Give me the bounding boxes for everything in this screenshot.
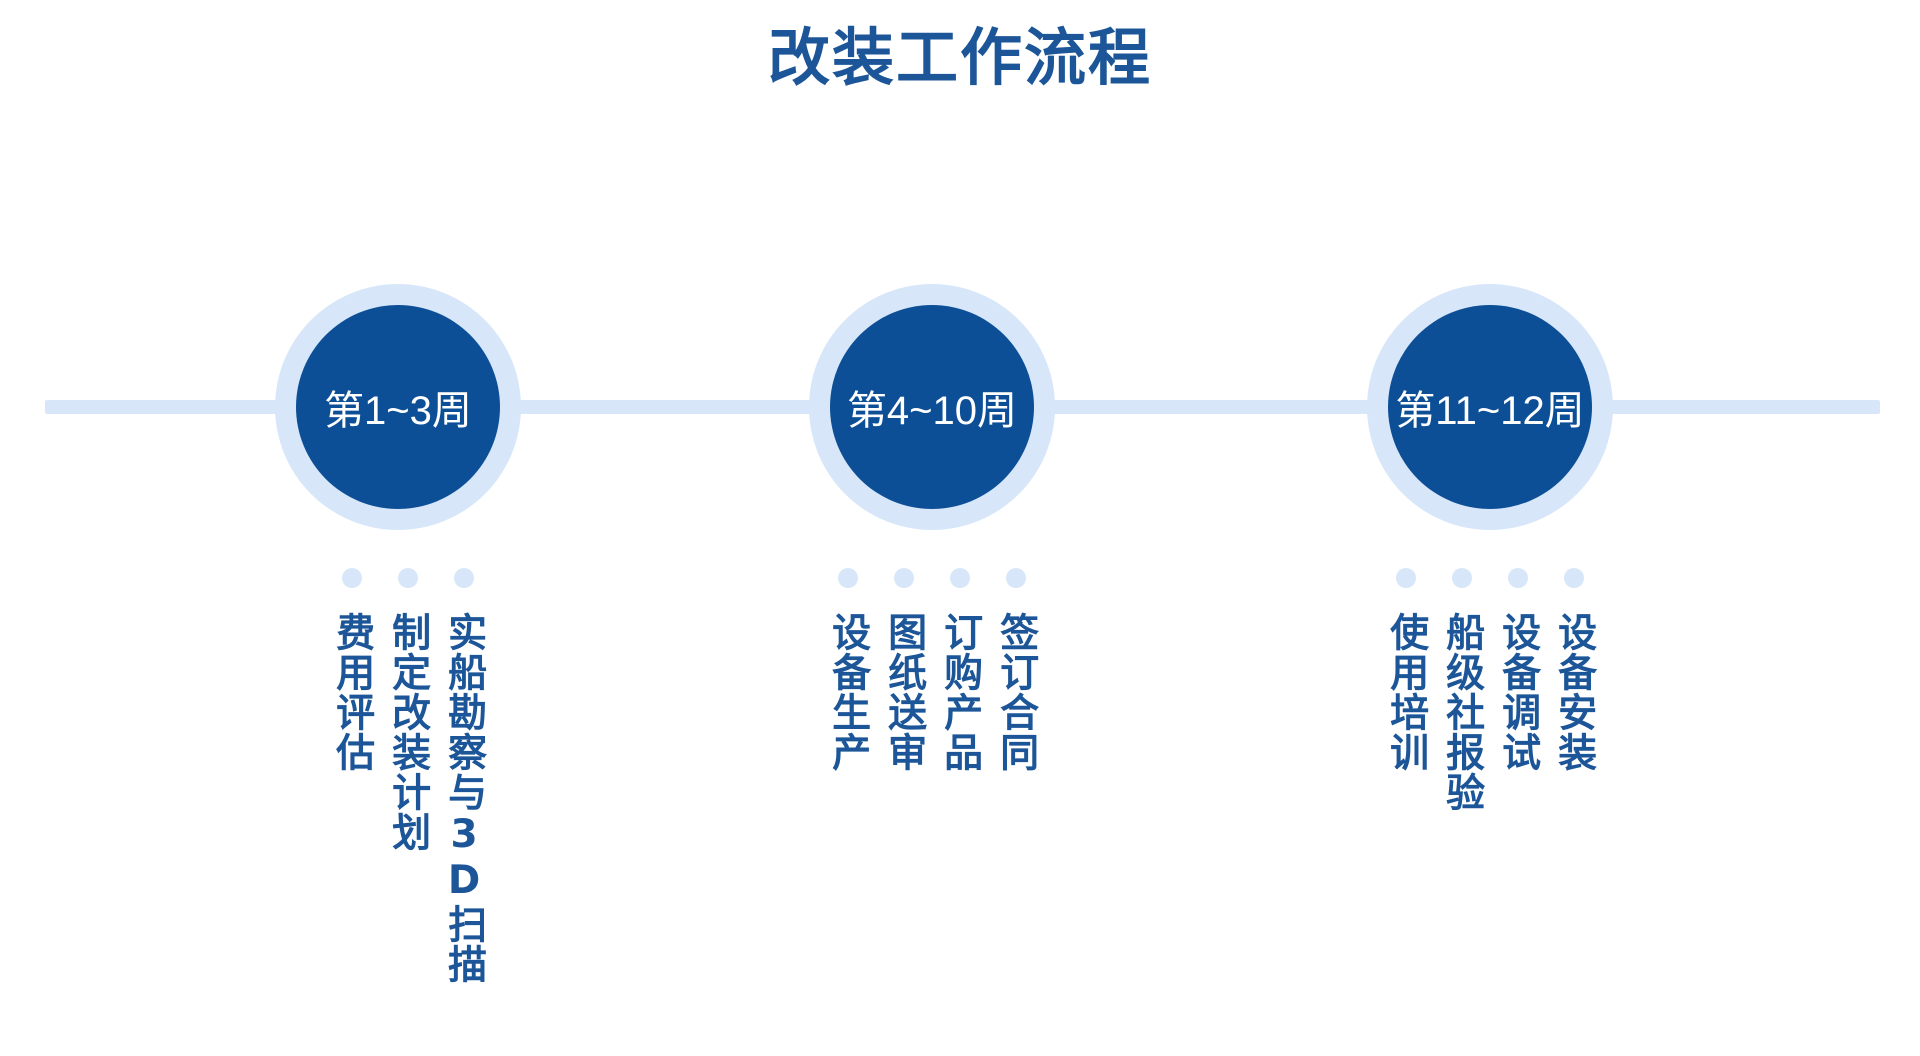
stage-item[interactable]: 签订合同 bbox=[988, 568, 1044, 772]
stage-circle-3[interactable]: 第11~12周 bbox=[1388, 305, 1592, 509]
stage-item[interactable]: 图纸送审 bbox=[876, 568, 932, 772]
stage-item-label: 签订合同 bbox=[993, 612, 1039, 772]
stage-circle-2[interactable]: 第4~10周 bbox=[830, 305, 1034, 509]
stage-item[interactable]: 订购产品 bbox=[932, 568, 988, 772]
stage-circle-1[interactable]: 第1~3周 bbox=[296, 305, 500, 509]
bullet-dot-icon bbox=[398, 568, 418, 588]
bullet-dot-icon bbox=[454, 568, 474, 588]
bullet-dot-icon bbox=[1508, 568, 1528, 588]
stage-item[interactable]: 设备安装 bbox=[1546, 568, 1602, 772]
stage-items-3: 设备安装设备调试船级社报验使用培训 bbox=[1378, 568, 1602, 812]
stage-item-label: 设备生产 bbox=[825, 612, 871, 772]
stage-item-label: 图纸送审 bbox=[881, 612, 927, 772]
stage-circle-label-3: 第11~12周 bbox=[1395, 389, 1585, 433]
stage-item[interactable]: 设备生产 bbox=[820, 568, 876, 772]
stage-item-label: 使用培训 bbox=[1383, 612, 1429, 772]
stage-circle-label-1: 第1~3周 bbox=[324, 389, 472, 433]
stage-item[interactable]: 制定改装计划 bbox=[380, 568, 436, 852]
stage-item-label: 设备调试 bbox=[1495, 612, 1541, 772]
stage-circle-label-2: 第4~10周 bbox=[846, 389, 1018, 433]
bullet-dot-icon bbox=[950, 568, 970, 588]
stage-item[interactable]: 实船勘察与3D扫描 bbox=[436, 568, 492, 984]
stage-item[interactable]: 设备调试 bbox=[1490, 568, 1546, 772]
stage-item-label: 费用评估 bbox=[329, 612, 375, 772]
stage-item[interactable]: 使用培训 bbox=[1378, 568, 1434, 772]
bullet-dot-icon bbox=[1564, 568, 1584, 588]
bullet-dot-icon bbox=[1396, 568, 1416, 588]
bullet-dot-icon bbox=[894, 568, 914, 588]
bullet-dot-icon bbox=[1452, 568, 1472, 588]
bullet-dot-icon bbox=[342, 568, 362, 588]
stage-item-label: 实船勘察与3D扫描 bbox=[441, 612, 487, 984]
bullet-dot-icon bbox=[1006, 568, 1026, 588]
stage-item-label: 船级社报验 bbox=[1439, 612, 1485, 812]
stage-item[interactable]: 船级社报验 bbox=[1434, 568, 1490, 812]
stage-item-label: 设备安装 bbox=[1551, 612, 1597, 772]
stage-items-1: 实船勘察与3D扫描制定改装计划费用评估 bbox=[324, 568, 492, 984]
bullet-dot-icon bbox=[838, 568, 858, 588]
stage-item[interactable]: 费用评估 bbox=[324, 568, 380, 772]
stage-items-2: 签订合同订购产品图纸送审设备生产 bbox=[820, 568, 1044, 772]
stage-item-label: 制定改装计划 bbox=[385, 612, 431, 852]
stage-item-label: 订购产品 bbox=[937, 612, 983, 772]
page-title: 改装工作流程 bbox=[767, 24, 1152, 93]
